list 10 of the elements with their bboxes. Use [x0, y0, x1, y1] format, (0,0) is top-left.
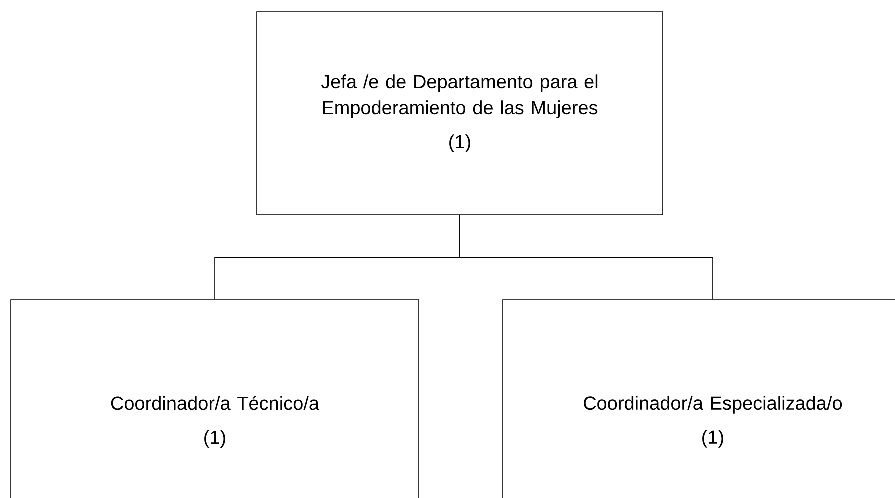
connector-line [460, 215, 714, 300]
position-box [256, 12, 664, 216]
node-text: Jefa /e de Departamento para el Empoderamiento de las Mujeres [321, 74, 598, 118]
position-box [502, 300, 895, 498]
node-text: Coordinador/a Especializada/o [584, 396, 842, 414]
node-text: (1) [450, 134, 470, 152]
position-box [10, 300, 420, 498]
node-text: Coordinador/a Técnico/a [111, 396, 320, 410]
node-text: (1) [702, 430, 724, 448]
node-text: (1) [204, 430, 226, 448]
